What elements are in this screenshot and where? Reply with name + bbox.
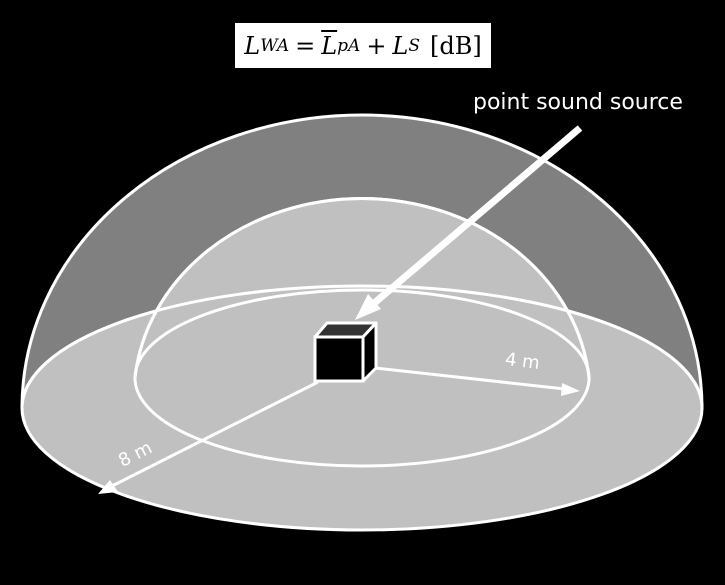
- outer-base-front-edge: [20, 284, 704, 409]
- inner-radius-label: 4 m: [503, 348, 541, 375]
- formula-equals: =: [295, 31, 316, 60]
- formula-term1-subscript: pA: [337, 35, 361, 56]
- formula-term2-subscript: S: [408, 35, 421, 56]
- formula-term2: L: [392, 31, 409, 60]
- formula-lhs: L: [244, 31, 261, 60]
- sound-source-cube: [313, 321, 378, 383]
- formula-unit: [dB]: [430, 31, 482, 60]
- outer-radius-arrowhead: [98, 480, 118, 494]
- source-arrow-shaft: [369, 125, 583, 308]
- source-arrow-head: [355, 294, 381, 320]
- formula-term1: L: [321, 31, 338, 60]
- formula-plus: +: [366, 31, 387, 60]
- inner-radius-line: [374, 366, 566, 391]
- formula-lhs-subscript: WA: [260, 35, 290, 56]
- inner-dome-outline: [133, 197, 591, 379]
- outer-radius-line: [111, 380, 319, 488]
- inner-radius-arrowhead: [561, 383, 580, 396]
- point-sound-source-label: point sound source: [473, 90, 683, 115]
